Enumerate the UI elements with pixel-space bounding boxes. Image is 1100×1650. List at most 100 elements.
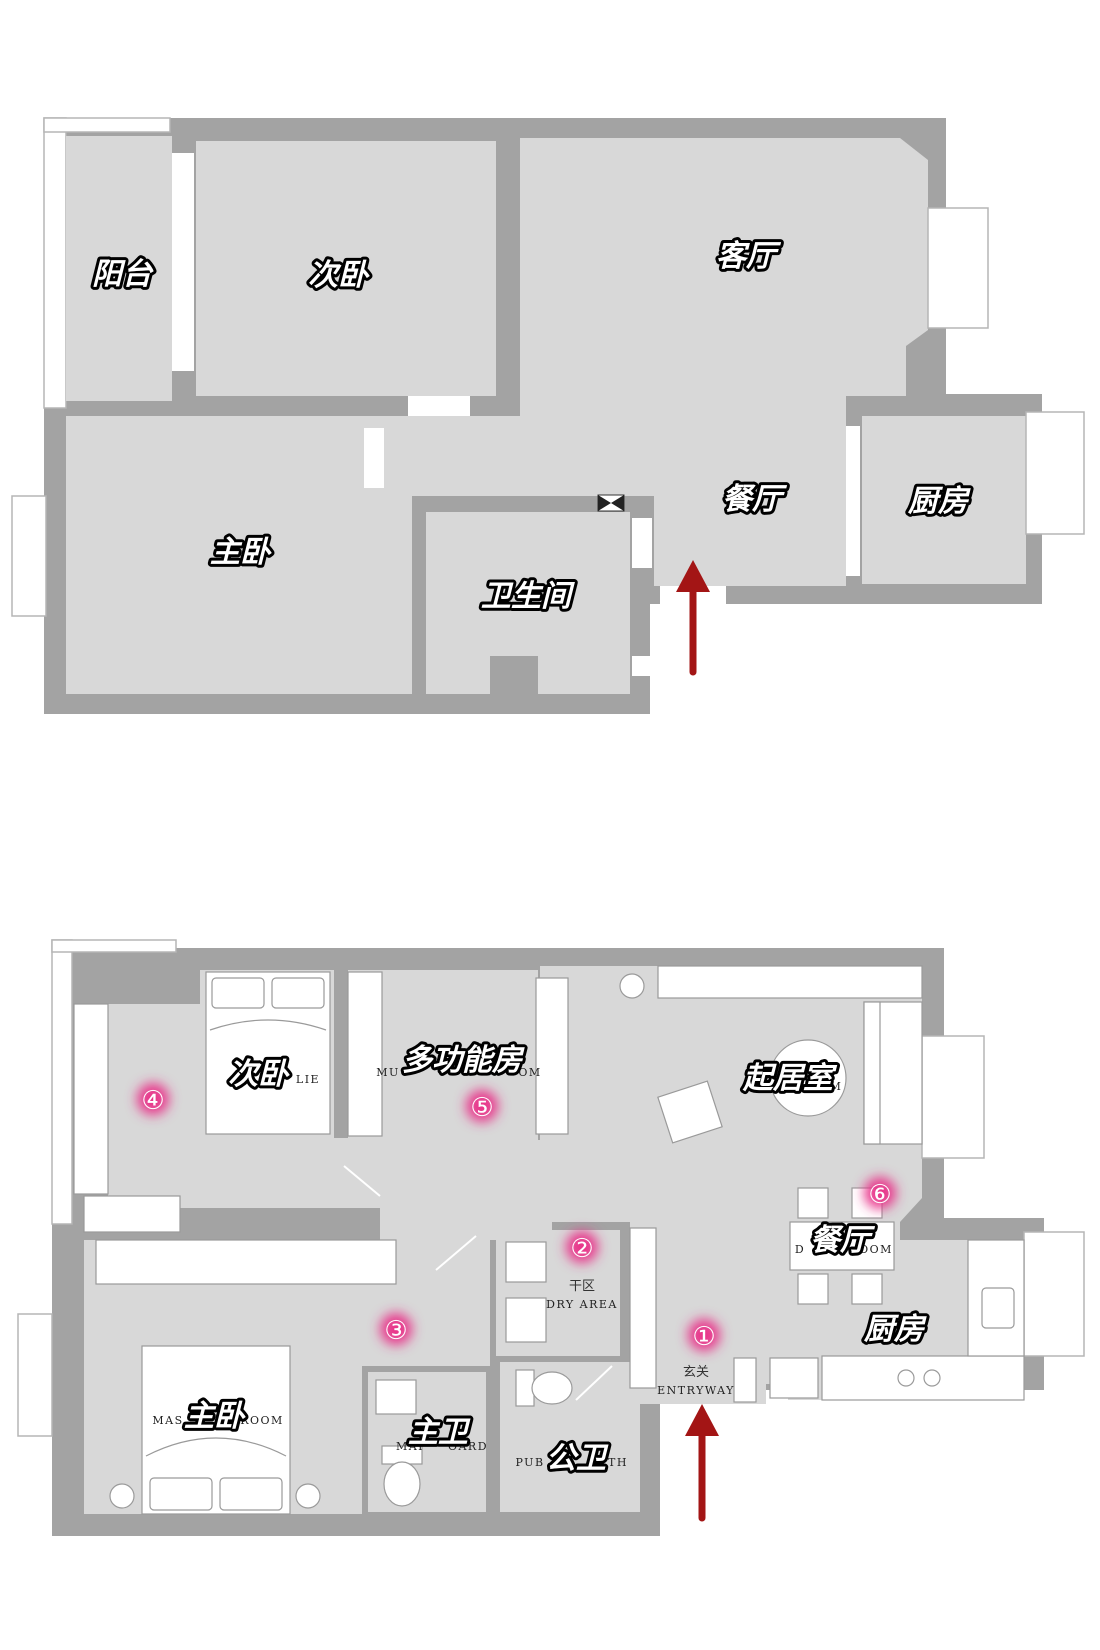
master-window-bottom [17, 1313, 53, 1437]
marker-5: ⑤ [466, 1090, 498, 1123]
nightstand-lamp-left [109, 1483, 135, 1509]
label-public-bath-en-right: TH [608, 1456, 628, 1469]
room-master-bedroom-top [66, 416, 412, 694]
fridge [769, 1357, 819, 1399]
living-side-opening [364, 428, 384, 488]
coffee-table [769, 1039, 847, 1117]
label-entryway-cn: 玄关 [683, 1365, 709, 1380]
marker-1: ① [688, 1319, 720, 1352]
kitchen-counter [821, 1355, 1025, 1401]
dining-chair-4 [851, 1273, 883, 1305]
multifunction-shelf [347, 971, 383, 1137]
label-public-bath-en-left: PUB [515, 1456, 544, 1469]
balcony-window-top [43, 117, 171, 133]
multifunction-desk [535, 977, 569, 1135]
label-multifunction-en-right: OM [518, 1066, 541, 1079]
label-living-room: 起居室 [742, 1061, 838, 1096]
bed-icon [205, 971, 331, 1135]
master-bed-icon [141, 1345, 291, 1515]
entry-door-opening-bottom [664, 1404, 730, 1420]
label-dry-area-cn: 干区 [569, 1279, 595, 1294]
room-balcony [66, 136, 172, 401]
balcony-window-frame [43, 117, 67, 409]
room-dining-filler [410, 416, 530, 496]
entry-shoe-cabinet [629, 1227, 657, 1389]
marker-3: ③ [380, 1313, 412, 1346]
living-round-stool [619, 973, 645, 999]
sink-icon [981, 1287, 1015, 1329]
label-dry-area-en: DRY AREA [546, 1298, 618, 1311]
electrical-box-icon [597, 494, 625, 512]
renovated-floor-plan: ① ② ③ ④ ⑤ ⑥ LIE MU OM M D OOM 干区 DRY ARE… [17, 939, 1085, 1536]
door-swing-1 [343, 1165, 381, 1197]
label-dining-en-right: OOM [859, 1243, 893, 1256]
label-entryway-en: ENTRYWAY [657, 1384, 735, 1397]
label-multifunction-en-left: MU [376, 1066, 400, 1079]
label-second-bedroom-top: 次卧 [308, 258, 370, 293]
sofa-icon [863, 1001, 923, 1145]
marker-6: ⑥ [864, 1177, 896, 1210]
label-master-bedroom: 主卧 [184, 1399, 246, 1434]
stove-icon [897, 1369, 941, 1387]
door-swing-3 [575, 1365, 613, 1401]
label-master-bath-en-right: OARD [448, 1440, 488, 1453]
label-master-en-left: MAS [152, 1414, 183, 1427]
svg-text:⑥: ⑥ [868, 1180, 891, 1210]
master-wardrobe [95, 1239, 397, 1285]
entry-cabinet [733, 1357, 757, 1403]
bottom-balcony-top [51, 939, 177, 953]
label-kitchen-top: 厨房 [907, 484, 971, 519]
label-dining-room-top: 餐厅 [722, 482, 788, 517]
entry-arrow-icon [676, 560, 710, 676]
door-swing-2 [435, 1235, 477, 1271]
kitchen-window-bottom [1023, 1231, 1085, 1357]
svg-text:⑤: ⑤ [470, 1093, 493, 1123]
label-master-en-right: ROOM [240, 1414, 284, 1427]
label-dining-en-left: D [795, 1243, 805, 1256]
svg-text:②: ② [570, 1234, 593, 1264]
label-balcony-top: 阳台 [92, 257, 154, 292]
label-public-bath: 公卫 [546, 1441, 609, 1476]
living-cabinet-strip [657, 965, 923, 999]
svg-text:④: ④ [141, 1086, 164, 1116]
marker-4: ④ [137, 1083, 169, 1116]
room-second-bedroom-top [196, 141, 496, 396]
dry-area-washer [505, 1241, 547, 1283]
bottom-balcony-frame [51, 939, 73, 1225]
dining-chair-1 [797, 1187, 829, 1219]
label-multifunction-room: 多功能房 [402, 1043, 525, 1078]
bedroom2-door-opening [408, 396, 470, 416]
label-living-room-top: 客厅 [716, 239, 782, 274]
label-living-en: M [830, 1080, 843, 1093]
balcony-door-opening [172, 153, 194, 371]
label-master-bedroom-top: 主卧 [210, 535, 272, 570]
label-kitchen: 厨房 [863, 1312, 927, 1347]
living-window [927, 207, 989, 329]
label-second-bedroom: 次卧 [228, 1057, 290, 1092]
toilet-icon [381, 1445, 423, 1507]
master-bath-sink [375, 1379, 417, 1415]
label-bathroom-top: 卫生间 [481, 579, 575, 614]
bathroom-vent-opening [632, 656, 650, 676]
dry-area-basin [505, 1297, 547, 1343]
label-dining-room: 餐厅 [810, 1223, 876, 1258]
entry-arrow-icon-bottom [685, 1404, 719, 1522]
svg-text:③: ③ [384, 1316, 407, 1346]
public-toilet-icon [515, 1369, 573, 1407]
svg-text:①: ① [692, 1322, 715, 1352]
kitchen-window [1025, 411, 1085, 535]
west-wardrobe [73, 1003, 109, 1195]
dining-table [789, 1221, 895, 1271]
label-master-bath: 主卫 [408, 1415, 471, 1450]
marker-2: ② [566, 1231, 598, 1264]
armchair [657, 1080, 723, 1144]
kitchen-door-opening [846, 426, 860, 576]
living-window-bottom [921, 1035, 985, 1159]
balcony-storage [83, 1195, 181, 1233]
original-floor-plan: 阳台 次卧 客厅 主卧 餐厅 厨房 卫生间 [11, 117, 1085, 714]
bathroom-shaft [490, 656, 538, 694]
master-window-top [11, 495, 47, 617]
dining-chair-3 [797, 1273, 829, 1305]
label-master-bath-en-left: MAI [396, 1440, 424, 1453]
